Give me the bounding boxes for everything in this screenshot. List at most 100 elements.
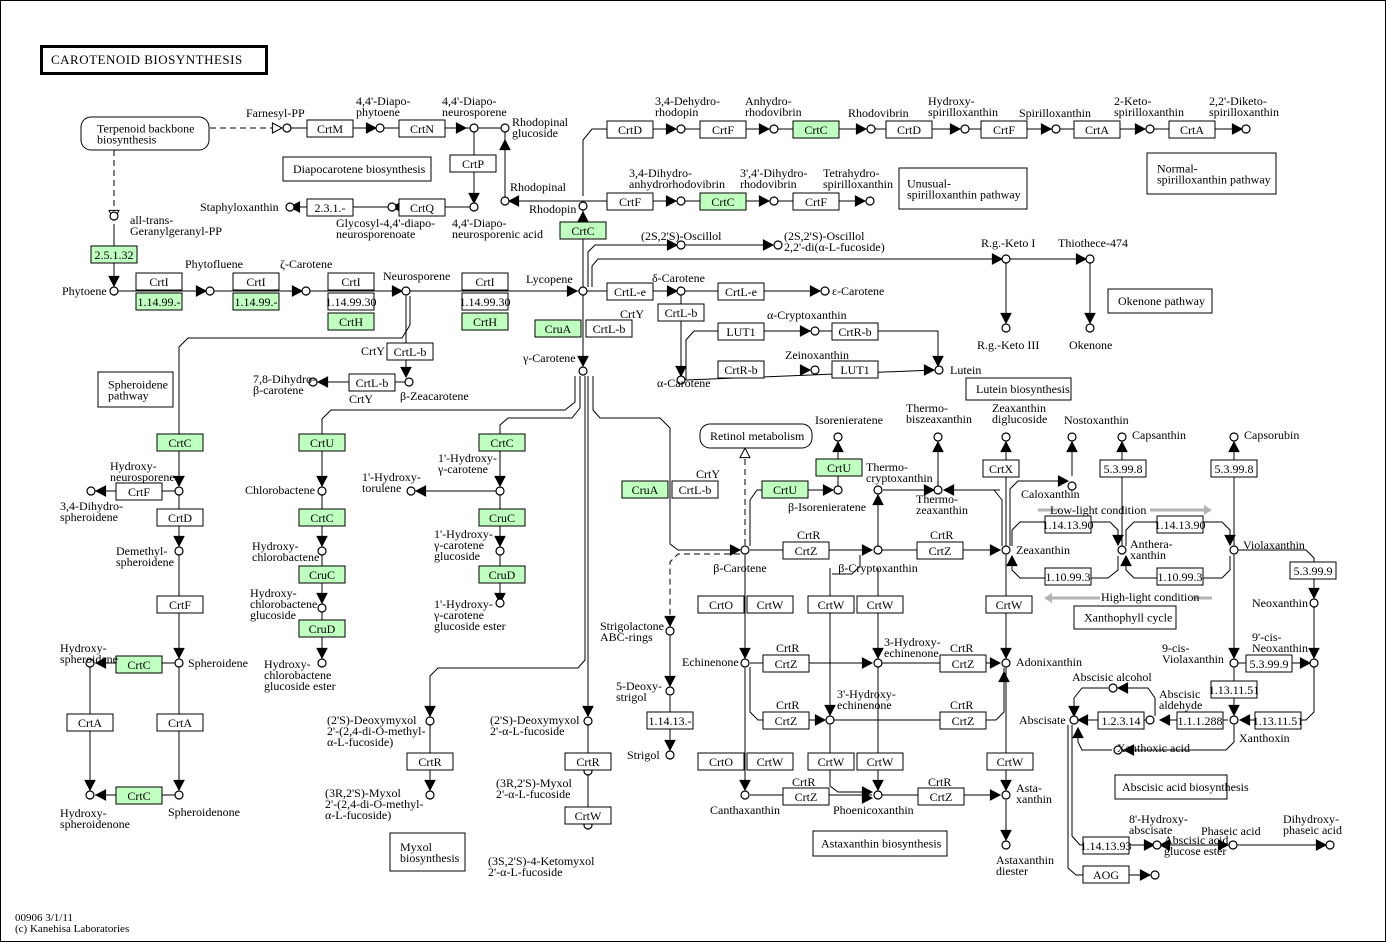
enzyme-box[interactable]: CrtI <box>232 272 280 291</box>
enzyme-box[interactable]: 1.1.1.288 <box>1176 711 1224 730</box>
pathway-link-astaxanthin[interactable]: Astaxanthin biosynthesis <box>812 830 948 857</box>
pathway-link-lutein[interactable]: Lutein biosynthesis <box>965 377 1072 401</box>
enzyme-box[interactable]: CrtW <box>746 595 794 614</box>
compound-node[interactable] <box>469 202 479 212</box>
enzyme-box[interactable]: 2.5.1.32 <box>90 245 138 264</box>
enzyme-box[interactable]: 1.14.99.30 <box>460 292 511 311</box>
enzyme-box[interactable]: CrtH <box>461 312 509 331</box>
compound-node[interactable] <box>495 486 505 496</box>
compound-node[interactable] <box>308 377 318 387</box>
enzyme-box[interactable]: CrtQ <box>398 198 446 217</box>
compound-node[interactable] <box>934 365 944 375</box>
compound-node[interactable] <box>583 716 593 726</box>
enzyme-box[interactable]: CrtD <box>885 120 933 139</box>
enzyme-box[interactable]: CrtF <box>115 482 163 501</box>
compound-node[interactable] <box>676 240 686 250</box>
compound-node[interactable] <box>1108 683 1118 693</box>
pathway-link-diapocarotene[interactable]: Diapocarotene biosynthesis <box>282 156 432 182</box>
compound-node[interactable] <box>174 790 184 800</box>
compound-node[interactable] <box>174 658 184 668</box>
compound-node[interactable] <box>495 546 505 556</box>
compound-node[interactable] <box>825 715 835 725</box>
compound-node[interactable] <box>865 196 875 206</box>
compound-node[interactable] <box>282 123 292 133</box>
enzyme-box[interactable]: CrtD <box>156 508 204 527</box>
enzyme-box[interactable]: CrtF <box>699 120 747 139</box>
pathway-link-retinol[interactable]: Retinol metabolism <box>699 423 813 449</box>
compound-node[interactable] <box>833 485 843 495</box>
compound-node[interactable] <box>665 626 675 636</box>
enzyme-box[interactable]: 1.14.13.- <box>646 711 694 730</box>
enzyme-box[interactable]: CrtZ <box>782 541 830 560</box>
enzyme-box[interactable]: CrtN <box>398 119 446 138</box>
enzyme-box[interactable]: CrtW <box>564 806 612 825</box>
compound-node[interactable] <box>1085 254 1095 264</box>
enzyme-box[interactable]: CrtL-b <box>671 480 719 499</box>
compound-node[interactable] <box>205 286 215 296</box>
enzyme-box[interactable]: 1.14.99.- <box>232 292 280 311</box>
enzyme-box[interactable]: CrtC <box>699 192 747 211</box>
enzyme-box[interactable]: 1.14.99.30 <box>326 292 377 311</box>
compound-node[interactable] <box>820 286 830 296</box>
enzyme-box[interactable]: 1.13.11.51 <box>1253 711 1304 730</box>
compound-node[interactable] <box>933 432 943 442</box>
compound-node[interactable] <box>873 545 883 555</box>
compound-node[interactable] <box>676 286 686 296</box>
enzyme-box[interactable]: CrtW <box>807 752 855 771</box>
enzyme-box[interactable]: CrtL-b <box>386 342 434 361</box>
enzyme-box[interactable]: CrtZ <box>762 711 810 730</box>
enzyme-box[interactable]: 5.3.99.8 <box>1210 459 1258 478</box>
compound-node[interactable] <box>873 658 883 668</box>
compound-node[interactable] <box>317 486 327 496</box>
compound-node[interactable] <box>500 123 510 133</box>
enzyme-box[interactable]: CrtP <box>449 154 497 173</box>
enzyme-box[interactable]: CrtC <box>478 433 526 452</box>
enzyme-box[interactable]: 5.3.99.9 <box>1289 561 1337 580</box>
enzyme-box[interactable]: 1.14.13.90 <box>1043 515 1094 534</box>
compound-node[interactable] <box>1150 870 1160 880</box>
pathway-link-abscisic[interactable]: Abscisic acid biosynthesis <box>1114 774 1249 800</box>
enzyme-box[interactable]: 1.10.99.3 <box>1044 567 1092 586</box>
enzyme-box[interactable]: 5.3.99.8 <box>1099 459 1147 478</box>
compound-node[interactable] <box>404 377 414 387</box>
compound-node[interactable] <box>769 124 779 134</box>
compound-node[interactable] <box>933 485 943 495</box>
compound-node[interactable] <box>769 196 779 206</box>
compound-node[interactable] <box>317 658 327 668</box>
compound-node[interactable] <box>1241 124 1251 134</box>
compound-node[interactable] <box>1325 840 1335 850</box>
enzyme-box[interactable]: CrtU <box>815 458 863 477</box>
enzyme-box[interactable]: CrtL-b <box>657 303 705 322</box>
compound-node[interactable] <box>495 598 505 608</box>
enzyme-box[interactable]: CrtD <box>606 120 654 139</box>
compound-node[interactable] <box>1229 715 1239 725</box>
enzyme-box[interactable]: CrtF <box>606 192 654 211</box>
enzyme-box[interactable]: CrtZ <box>782 787 830 806</box>
enzyme-box[interactable]: CrtA <box>66 713 114 732</box>
compound-node[interactable] <box>1152 840 1162 850</box>
compound-node[interactable] <box>317 603 327 613</box>
enzyme-box[interactable]: CrtW <box>856 595 904 614</box>
compound-node[interactable] <box>676 196 686 206</box>
compound-node[interactable] <box>1117 432 1127 442</box>
enzyme-box[interactable]: CrtW <box>746 752 794 771</box>
compound-node[interactable] <box>1309 658 1319 668</box>
enzyme-box[interactable]: CrtU <box>761 480 809 499</box>
compound-node[interactable] <box>578 201 588 211</box>
enzyme-box[interactable]: CrtW <box>985 595 1033 614</box>
pathway-link-normal-spirilloxanthin[interactable]: Normal-spirilloxanthin pathway <box>1146 152 1277 195</box>
compound-node[interactable] <box>578 366 588 376</box>
compound-node[interactable] <box>665 686 675 696</box>
compound-node[interactable] <box>1228 840 1238 850</box>
enzyme-box[interactable]: CrtF <box>980 120 1028 139</box>
compound-node[interactable] <box>174 546 184 556</box>
enzyme-box[interactable]: CrtL-b <box>585 319 633 338</box>
compound-node[interactable] <box>1113 745 1123 755</box>
compound-node[interactable] <box>1229 658 1239 668</box>
enzyme-box[interactable]: 1.13.11.51 <box>1209 680 1260 699</box>
compound-node[interactable] <box>1001 323 1011 333</box>
compound-node[interactable] <box>406 486 416 496</box>
